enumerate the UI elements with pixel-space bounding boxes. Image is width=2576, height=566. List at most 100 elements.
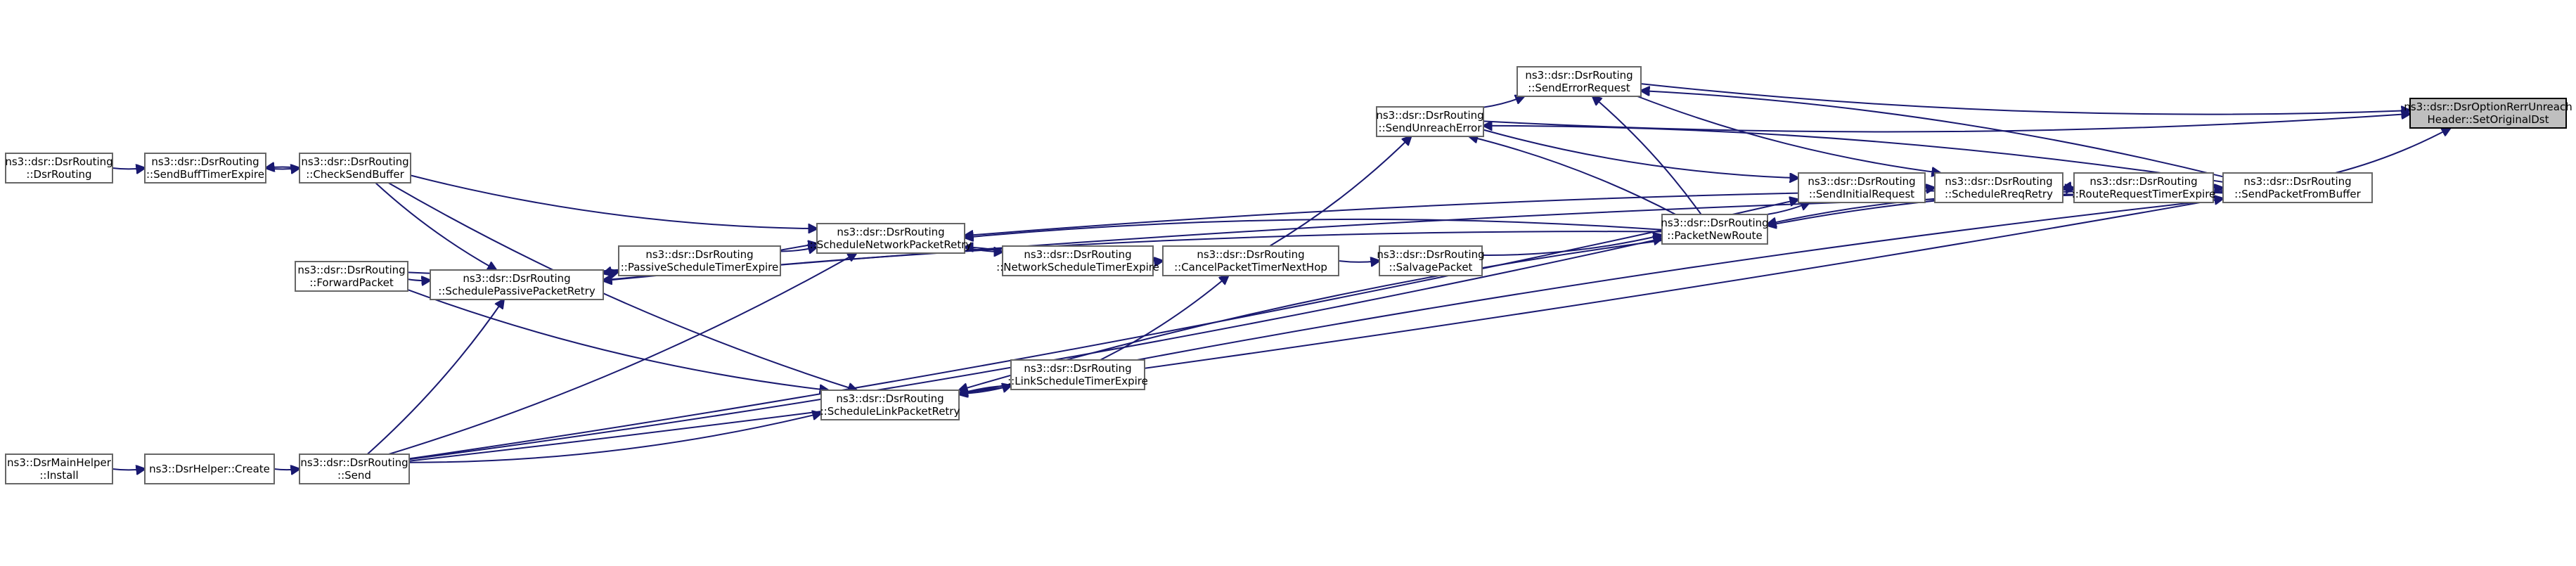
edge-send-to-sendinit [408,200,1798,460]
node-checksend[interactable]: ns3::dsr::DsrRouting::CheckSendBuffer [299,153,411,184]
edge-canceltimer-to-salvage [1338,261,1379,262]
node-box [1162,245,1339,276]
node-pktnew[interactable]: ns3::dsr::DsrRouting::PacketNewRoute [1661,214,1769,245]
node-box [816,223,965,254]
edge-sendunreach-to-senderrreq [1483,96,1524,108]
node-schedlink[interactable]: ns3::dsr::DsrRouting::ScheduleLinkPacket… [820,390,960,420]
node-box [1516,66,1642,97]
node-netschedtimer[interactable]: ns3::dsr::DsrRouting::NetworkScheduleTim… [996,245,1159,276]
node-label-line: ns3::dsr::DsrRouting [836,392,944,405]
node-setorig[interactable]: ns3::dsr::DsrOptionRerrUnreachHeader::Se… [2404,98,2572,129]
node-helpercreate[interactable]: ns3::DsrHelper::Create [144,454,275,484]
node-box [299,454,410,484]
edge-send-to-sendpkt [408,198,2223,462]
edge-sendunreach-to-sendinit [1483,129,1798,179]
node-box [2222,172,2373,203]
node-label-line: ns3::dsr::DsrRouting [301,155,408,168]
node-label-line: ns3::dsr::DsrRouting [5,155,112,168]
node-label-line: ::PassiveScheduleTimerExpire [621,261,779,274]
edge-sendpkt-to-senderrreq [1641,91,2224,178]
node-sendinit[interactable]: ns3::dsr::DsrRouting::SendInitialRequest [1798,172,1926,203]
edge-sendpkt-to-sendunreach [1483,126,2224,183]
node-box [2409,98,2567,129]
nodes-layer: ns3::dsr::DsrOptionRerrUnreachHeader::Se… [5,66,2572,484]
edge-pktnew-to-schednet [965,218,1663,238]
node-label-line: ::Install [39,469,78,482]
node-label-line: ns3::dsr::DsrRouting [1376,109,1483,122]
edge-dsrrouting-to-sendbuff [112,168,145,169]
node-rreqtimer[interactable]: ns3::dsr::DsrRouting::RouteRequestTimerE… [2072,172,2216,203]
node-box [1010,359,1145,390]
edge-netschedtimer-to-schednet [965,247,1003,253]
node-box [144,153,266,184]
node-label-line: ns3::dsr::DsrRouting [1808,175,1915,188]
node-linkschedtimer[interactable]: ns3::dsr::DsrRouting::LinkScheduleTimerE… [1007,359,1148,390]
node-label-line: ns3::dsr::DsrRouting [300,456,408,469]
node-label-line: ns3::dsr::DsrRouting [1525,69,1632,82]
node-box [1934,172,2063,203]
node-box [1002,245,1154,276]
node-sendpkt[interactable]: ns3::dsr::DsrRouting::SendPacketFromBuff… [2222,172,2373,203]
node-schedrreq[interactable]: ns3::dsr::DsrRouting::ScheduleRreqRetry [1934,172,2063,203]
edge-mainhelper-to-helpercreate [112,469,145,470]
edge-senderrreq-to-setorig [1640,83,2410,115]
node-box [618,245,781,276]
edge-passtimer-to-schedpass [603,271,619,274]
node-senderrreq[interactable]: ns3::dsr::DsrRouting::SendErrorRequest [1516,66,1642,97]
node-box [5,153,113,184]
node-label-line: ns3::dsr::DsrRouting [1197,248,1304,261]
node-mainhelper[interactable]: ns3::DsrMainHelper::Install [5,454,113,484]
node-label-line: ns3::dsr::DsrRouting [1945,175,2052,188]
node-box [144,454,275,484]
node-label-line: ns3::dsr::DsrRouting [151,155,259,168]
node-send[interactable]: ns3::dsr::DsrRouting::Send [299,454,410,484]
node-schednet[interactable]: ns3::dsr::DsrRouting::ScheduleNetworkPac… [810,223,972,254]
node-salvage[interactable]: ns3::dsr::DsrRouting::SalvagePacket [1377,245,1485,276]
edge-helpercreate-to-send [273,469,300,470]
node-box [1798,172,1926,203]
edge-pktnew-to-senderrreq [1592,96,1702,215]
edge-sendpkt-to-schedlink [959,198,2224,394]
node-label-line: ::SendErrorRequest [1528,82,1630,94]
node-label-line: ::CheckSendBuffer [306,168,404,181]
node-label-line: ns3::dsr::DsrRouting [2089,175,2197,188]
node-label-line: ::PacketNewRoute [1667,229,1762,242]
node-label-line: ::NetworkScheduleTimerExpire [996,261,1159,274]
node-label-line: ::SendUnreachError [1379,122,1483,134]
node-sendunreach[interactable]: ns3::dsr::DsrRouting::SendUnreachError [1376,106,1484,137]
edge-salvage-to-pktnew [1481,235,1662,256]
node-label-line: ns3::dsr::DsrRouting [1661,217,1768,229]
node-label-line: ::ScheduleLinkPacketRetry [820,405,960,418]
node-label-line: ::CancelPacketTimerNextHop [1174,261,1327,274]
edge-pktnew-to-sendunreach [1469,136,1676,215]
node-label-line: ::SendInitialRequest [1809,188,1914,200]
edge-forward-to-schedlink [407,289,828,390]
node-label-line: Header::SetOriginalDst [2427,113,2549,126]
node-dsrrouting[interactable]: ns3::dsr::DsrRouting::DsrRouting [5,153,113,184]
node-label-line: ::ScheduleNetworkPacketRetry [810,238,972,251]
node-box [1379,245,1483,276]
node-label-line: ns3::DsrMainHelper [7,456,112,469]
node-label-line: ::Send [337,469,371,482]
node-box [430,269,604,300]
node-label-line: ns3::dsr::DsrRouting [837,226,944,238]
edge-canceltimer-to-sendunreach [1269,136,1411,247]
node-label-line: ::SendPacketFromBuffer [2234,188,2361,200]
node-label-line: ::SendBuffTimerExpire [146,168,264,181]
node-sendbuff[interactable]: ns3::dsr::DsrRouting::SendBuffTimerExpir… [144,153,266,184]
node-label-line: ns3::dsr::DsrOptionRerrUnreach [2404,101,2572,113]
node-schedpass[interactable]: ns3::dsr::DsrRouting::SchedulePassivePac… [430,269,604,300]
edge-senderrreq-to-schedrreq [1637,96,1940,173]
node-box [820,390,960,420]
node-label-line: ::SalvagePacket [1389,261,1473,274]
node-forward[interactable]: ns3::dsr::DsrRouting::ForwardPacket [295,261,408,292]
edge-checksend-to-schednet [410,174,817,229]
node-label-line: ns3::dsr::DsrRouting [1024,362,1131,375]
edge-checksend-to-schedlink [387,182,856,390]
node-canceltimer[interactable]: ns3::dsr::DsrRouting::CancelPacketTimerN… [1162,245,1339,276]
node-passtimer[interactable]: ns3::dsr::DsrRouting::PassiveScheduleTim… [618,245,781,276]
node-label-line: ::DsrRouting [26,168,91,181]
node-label-line: ns3::dsr::DsrRouting [1024,248,1131,261]
node-box [295,261,408,292]
node-box [5,454,113,484]
